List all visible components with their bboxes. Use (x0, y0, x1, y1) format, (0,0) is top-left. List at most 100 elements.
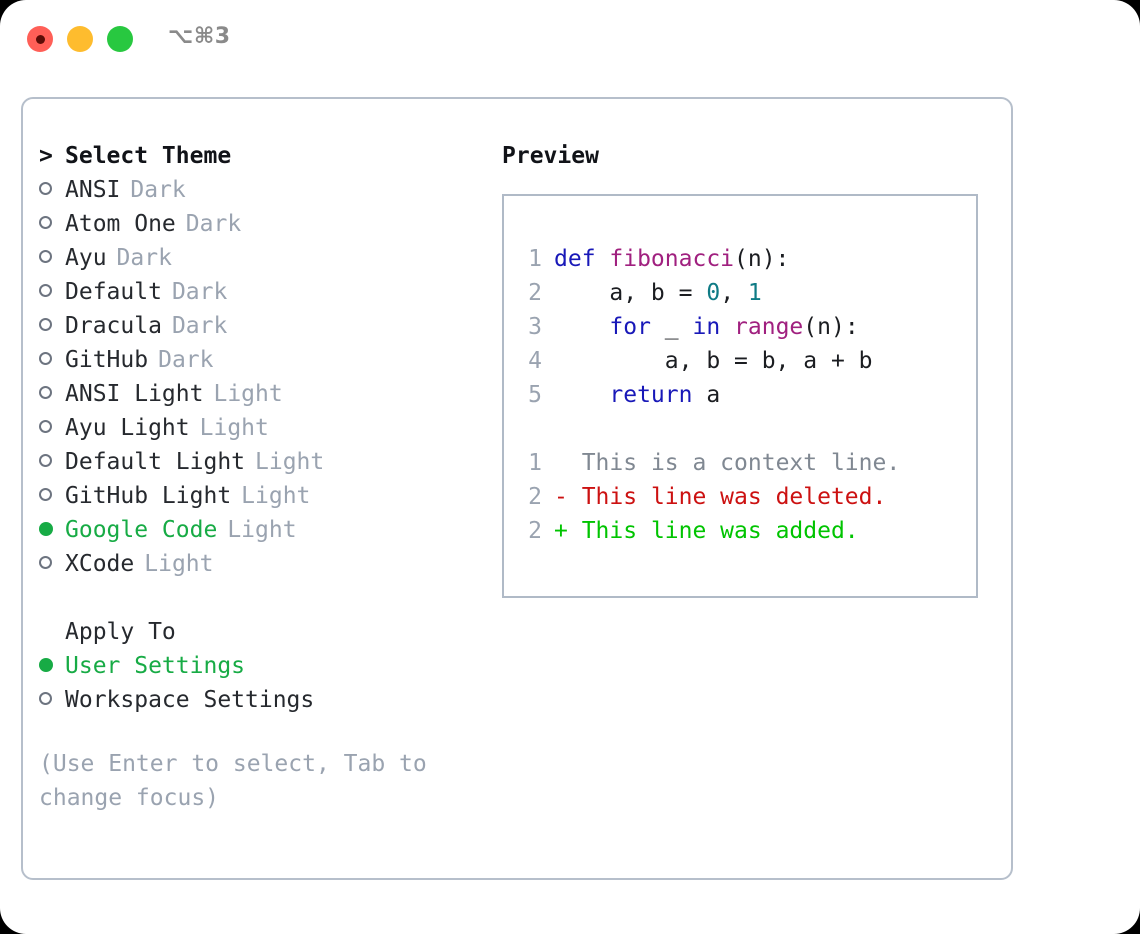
theme-item-name: GitHub Light (65, 483, 232, 509)
radio-unselected-icon (39, 454, 52, 467)
theme-item-marker (39, 411, 65, 445)
code-token: a, b = b, a + b (554, 348, 873, 374)
radio-unselected-icon (39, 182, 52, 195)
theme-item-marker (39, 445, 65, 479)
code-token: return (609, 382, 693, 408)
apply-item-marker (39, 683, 65, 717)
theme-item-kind-badge: Dark (185, 211, 242, 237)
section-spacer (39, 581, 479, 615)
apply-item-label: Workspace Settings (65, 687, 315, 713)
radio-unselected-icon (39, 488, 52, 501)
radio-selected-icon (39, 521, 53, 536)
theme-item-kind-badge: Light (144, 551, 214, 577)
code-line: 5 return a (516, 378, 900, 412)
diff-line-prefix (554, 450, 582, 476)
theme-item-kind-badge: Light (213, 381, 283, 407)
diff-line-text: This line was deleted. (581, 484, 887, 510)
theme-item-name: GitHub (65, 347, 149, 373)
diff-line-prefix: + (554, 518, 582, 544)
radio-unselected-icon (39, 318, 52, 331)
theme-item-name: XCode (65, 551, 135, 577)
apply-to-item[interactable]: User Settings (39, 649, 479, 683)
keyboard-hint-text: (Use Enter to select, Tab to change focu… (39, 751, 427, 811)
code-token: _ (650, 314, 693, 340)
theme-item-kind-badge: Dark (171, 313, 228, 339)
diff-line: 1 This is a context line. (516, 446, 900, 480)
code-token: (n): (803, 314, 859, 340)
theme-list-item[interactable]: Default Dark (39, 275, 479, 309)
theme-item-name: Default (65, 279, 162, 305)
code-token: (n): (734, 246, 790, 272)
theme-list-item[interactable]: Default Light Light (39, 445, 479, 479)
theme-list-item[interactable]: Dracula Dark (39, 309, 479, 343)
apply-to-item[interactable]: Workspace Settings (39, 683, 479, 717)
theme-item-marker (39, 547, 65, 581)
theme-item-name: Atom One (65, 211, 176, 237)
code-token: in (692, 314, 721, 340)
theme-list-item[interactable]: GitHub Dark (39, 343, 479, 377)
code-token: a (692, 382, 721, 408)
close-window-button[interactable] (27, 26, 53, 52)
theme-item-name: Dracula (65, 313, 162, 339)
theme-item-kind-badge: Dark (116, 245, 172, 271)
code-token (554, 314, 609, 340)
apply-to-header-label: Apply To (65, 619, 176, 645)
radio-unselected-icon (39, 386, 52, 399)
theme-item-name: Default Light (65, 449, 246, 475)
code-line: 3 for _ in range(n): (516, 310, 900, 344)
code-token: fibonacci (609, 246, 735, 272)
theme-list-item[interactable]: GitHub Light Light (39, 479, 479, 513)
select-theme-header-label: Select Theme (65, 143, 232, 169)
theme-item-kind-badge: Light (227, 517, 297, 543)
apply-item-marker (39, 649, 65, 683)
theme-list-item[interactable]: Ayu Dark (39, 241, 479, 275)
radio-unselected-icon (39, 420, 52, 433)
theme-item-kind-badge: Dark (130, 177, 186, 203)
theme-item-kind-badge: Light (199, 415, 269, 441)
code-line: 4 a, b = b, a + b (516, 344, 900, 378)
code-line-number: 2 (528, 484, 542, 510)
theme-item-name: Ayu (65, 245, 107, 271)
theme-item-kind-badge: Light (255, 449, 325, 475)
code-line-number: 1 (528, 450, 542, 476)
code-token: , (720, 280, 748, 306)
theme-item-marker (39, 241, 65, 275)
radio-unselected-icon (39, 352, 52, 365)
theme-item-marker (39, 309, 65, 343)
code-token: 1 (747, 280, 762, 306)
code-token: range (734, 314, 804, 340)
diff-line: 2- This line was deleted. (516, 480, 900, 514)
theme-list-item[interactable]: ANSI Light Light (39, 377, 479, 411)
close-icon (35, 34, 45, 44)
code-token (720, 314, 734, 340)
radio-unselected-icon (39, 556, 52, 569)
theme-item-kind-badge: Dark (158, 347, 214, 373)
theme-item-marker (39, 275, 65, 309)
theme-item-marker (39, 479, 65, 513)
theme-item-kind-badge: Light (241, 483, 311, 509)
theme-item-marker (39, 513, 65, 547)
theme-item-name: ANSI Light (65, 381, 204, 407)
minimize-window-button[interactable] (67, 26, 93, 52)
diff-line-text: This line was added. (581, 518, 859, 544)
code-line-number: 4 (528, 348, 542, 374)
theme-item-marker (39, 173, 65, 207)
maximize-window-button[interactable] (107, 26, 133, 52)
code-line: 2 a, b = 0, 1 (516, 276, 900, 310)
theme-item-marker (39, 377, 65, 411)
code-token: 0 (706, 280, 721, 306)
theme-list-item[interactable]: XCode Light (39, 547, 479, 581)
preview-title: Preview (502, 143, 599, 169)
theme-list-item[interactable]: Atom One Dark (39, 207, 479, 241)
title-bar: ⌥⌘3 (0, 0, 1140, 78)
code-token: a, b = (554, 280, 707, 306)
code-line-number: 2 (528, 518, 542, 544)
theme-item-kind-badge: Dark (171, 279, 228, 305)
